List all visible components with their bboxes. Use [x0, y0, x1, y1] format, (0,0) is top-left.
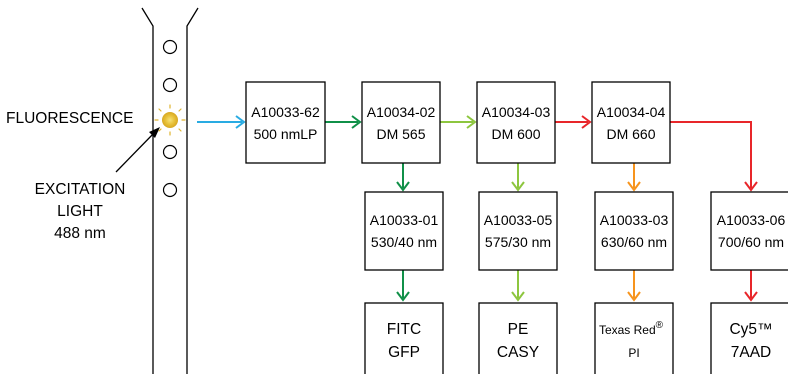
filter-spec: DM 660	[606, 126, 655, 142]
fluorescing-cell-icon	[154, 104, 186, 136]
filter-spec: 500 nmLP	[254, 126, 318, 142]
detector-box-texasred-pi: Texas Red® PI	[594, 302, 674, 374]
excitation-label: EXCITATION LIGHT 488 nm	[35, 181, 126, 242]
detector-box-fitc-gfp: FITC GFP	[364, 302, 444, 374]
cell-particle	[162, 39, 178, 55]
fluorochrome-label: Cy5™	[729, 321, 772, 338]
fluorochrome-label: PI	[628, 346, 639, 360]
filter-spec: 700/60 nm	[718, 234, 784, 250]
bandpass-box-575-30: A10033-05 575/30 nm	[478, 191, 558, 271]
excitation-line2: LIGHT	[57, 203, 103, 220]
cell-particle	[162, 144, 178, 160]
filter-code: A10033-01	[370, 212, 439, 228]
arrow-to-pe	[511, 270, 525, 302]
bandpass-box-530-40: A10033-01 530/40 nm	[364, 191, 444, 271]
filter-spec: DM 565	[376, 126, 425, 142]
fluorochrome-label: FITC	[387, 321, 421, 338]
filter-spec: 630/60 nm	[601, 234, 667, 250]
flow-cell-right-wall	[186, 7, 199, 374]
filter-code: A10034-02	[367, 104, 436, 120]
cell-particle	[162, 182, 178, 198]
fluorochrome-label: PE	[508, 321, 529, 338]
fluorochrome-label: GFP	[388, 344, 420, 361]
dichroic-box-dm600: A10034-03 DM 600	[476, 81, 556, 164]
arrow-to-dm565	[325, 115, 362, 129]
fluorescence-label: FLUORESCENCE	[6, 110, 133, 127]
filter-spec: 530/40 nm	[371, 234, 437, 250]
arrow-to-fitc	[396, 270, 410, 302]
bandpass-box-700-60: A10033-06 700/60 nm	[710, 191, 788, 271]
filter-code: A10034-04	[597, 104, 666, 120]
dichroic-box-dm660: A10034-04 DM 660	[591, 81, 671, 164]
filter-code: A10033-06	[717, 212, 786, 228]
detector-box-pe-casy: PE CASY	[478, 302, 558, 374]
fluorochrome-label: Texas Red®	[599, 320, 664, 337]
emission-arrow-blue	[197, 115, 246, 129]
flow-cell-left-wall	[141, 7, 154, 374]
fluorochrome-label: CASY	[497, 344, 539, 361]
flow-cell	[141, 7, 199, 374]
filter-code: A10033-62	[251, 104, 320, 120]
arrow-to-dm660	[555, 115, 592, 129]
filter-code: A10034-03	[482, 104, 551, 120]
cell-particle	[162, 77, 178, 93]
fluorochrome-label: 7AAD	[731, 344, 772, 361]
detector-box-cy5-7aad: Cy5™ 7AAD	[710, 302, 788, 374]
filter-code: A10033-03	[600, 212, 669, 228]
filter-spec: DM 600	[491, 126, 540, 142]
dichroic-box-dm565: A10034-02 DM 565	[361, 81, 441, 164]
arrow-to-texasred	[627, 270, 641, 302]
filter-code: A10033-05	[484, 212, 553, 228]
arrow-to-dm600	[440, 115, 477, 129]
filter-box-a10033-62: A10033-62 500 nmLP	[245, 81, 326, 164]
excitation-line3: 488 nm	[54, 225, 106, 242]
filter-spec: 575/30 nm	[485, 234, 551, 250]
arrow-to-bp630	[627, 163, 641, 192]
arrow-to-cy5	[744, 270, 758, 302]
bandpass-box-630-60: A10033-03 630/60 nm	[594, 191, 674, 271]
arrow-to-bp530	[396, 163, 410, 192]
arrow-to-bp575	[511, 163, 525, 192]
excitation-arrow	[115, 127, 160, 173]
excitation-line1: EXCITATION	[35, 181, 126, 198]
arrow-to-bp700	[670, 121, 758, 192]
